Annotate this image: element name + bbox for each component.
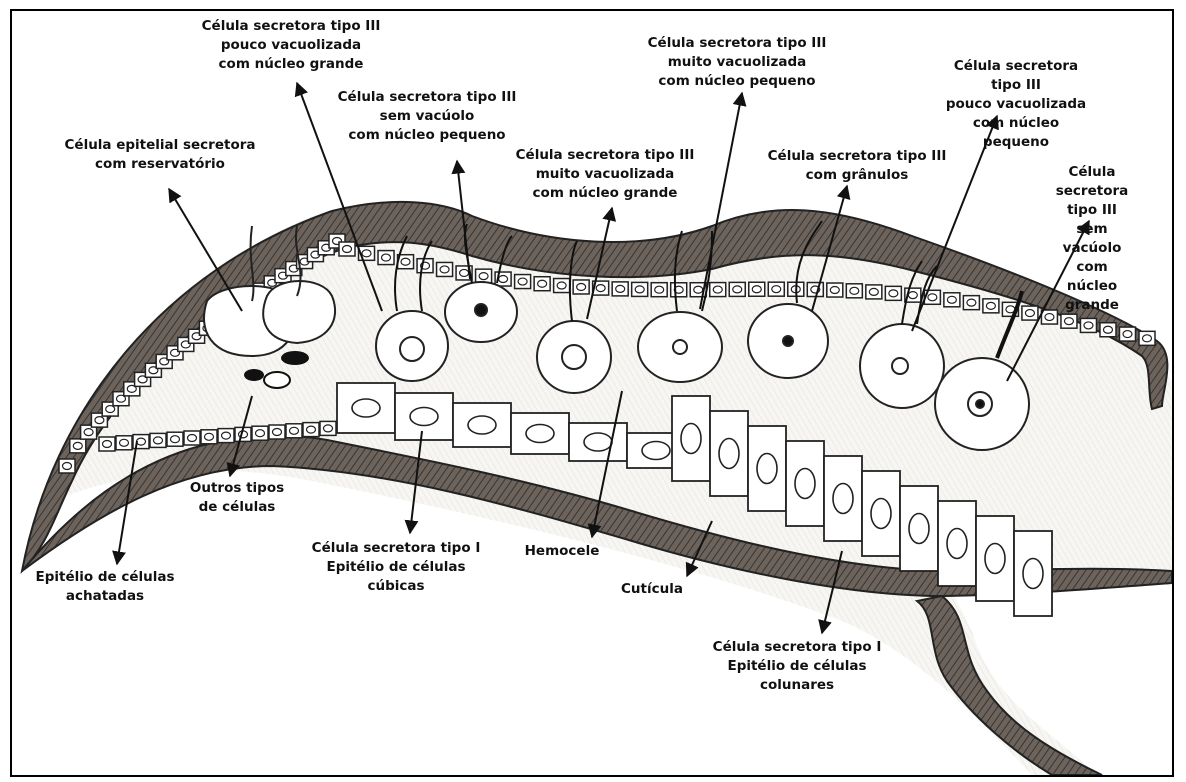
- flat-cell: [729, 282, 745, 296]
- columnar-cell: [938, 501, 976, 586]
- flat-cell: [286, 424, 302, 438]
- label-epitelio-achatadas: Epitélio de células achatadas: [35, 568, 174, 606]
- flat-cell: [339, 242, 355, 256]
- label-s3-pouco-vac-nucleo-pequeno: Célula secretora tipo III pouco vacuoliz…: [938, 57, 1094, 152]
- label-s3-sem-vac-nucleo-grande: Célula secretora tipo III sem vacúolo co…: [1052, 163, 1132, 315]
- flat-cell: [749, 282, 765, 296]
- columnar-cell: [1014, 531, 1052, 616]
- flat-cell: [768, 282, 784, 296]
- figure-frame: Célula epitelial secretora com reservató…: [10, 9, 1174, 777]
- flat-cell: [378, 251, 394, 265]
- flat-cell: [184, 431, 200, 445]
- label-outros-tipos: Outros tipos de células: [190, 479, 284, 517]
- label-epitelial-reservatorio: Célula epitelial secretora com reservató…: [65, 136, 256, 174]
- label-hemocele: Hemocele: [525, 542, 600, 561]
- label-s1-colunares: Célula secretora tipo I Epitélio de célu…: [713, 638, 882, 695]
- flat-cell: [846, 284, 862, 298]
- cubic-cell: [337, 383, 395, 433]
- flat-cell: [218, 429, 234, 443]
- flat-cell: [963, 296, 979, 310]
- columnar-cell: [748, 426, 786, 511]
- flat-cell: [303, 423, 319, 437]
- flat-cell: [167, 432, 183, 446]
- flat-cell: [1139, 331, 1155, 345]
- flat-cell: [983, 299, 999, 313]
- cubic-cell: [395, 393, 453, 440]
- flat-cell: [807, 283, 823, 297]
- flat-cell: [866, 285, 882, 299]
- flat-cell: [1100, 323, 1116, 337]
- label-s3-sem-vac-nucleo-pequeno: Célula secretora tipo III sem vacúolo co…: [338, 88, 517, 145]
- flat-cell: [885, 286, 901, 300]
- columnar-cell: [710, 411, 748, 496]
- label-s3-muito-vac-nucleo-grande: Célula secretora tipo III muito vacuoliz…: [516, 146, 695, 203]
- flat-cell: [252, 426, 268, 440]
- flat-cell: [59, 459, 75, 473]
- flat-cell: [269, 425, 285, 439]
- label-cuticula: Cutícula: [621, 580, 683, 599]
- flat-cell: [1080, 318, 1096, 332]
- flat-cell: [116, 436, 132, 450]
- flat-cell: [710, 283, 726, 297]
- columnar-cell: [786, 441, 824, 526]
- cubic-cell: [453, 403, 511, 447]
- cubic-cell: [569, 423, 627, 461]
- flat-cell: [70, 439, 86, 453]
- columnar-cell: [976, 516, 1014, 601]
- columnar-cell: [824, 456, 862, 541]
- flat-cell: [150, 433, 166, 447]
- flat-cell: [632, 282, 648, 296]
- columnar-cell: [900, 486, 938, 571]
- flat-cell: [1061, 314, 1077, 328]
- columnar-cell: [862, 471, 900, 556]
- flat-cell: [554, 279, 570, 293]
- label-s3-muito-vac-nucleo-pequeno: Célula secretora tipo III muito vacuoliz…: [648, 34, 827, 91]
- flat-cell: [671, 283, 687, 297]
- flat-cell: [201, 430, 217, 444]
- label-s3-pouco-vac-nucleo-grande: Célula secretora tipo III pouco vacuoliz…: [202, 17, 381, 74]
- columnar-cell: [672, 396, 710, 481]
- flat-cell: [437, 262, 453, 276]
- flat-cell: [573, 280, 589, 294]
- flat-cell: [944, 293, 960, 307]
- flat-cell: [827, 283, 843, 297]
- flat-cell: [99, 437, 115, 451]
- flat-cell: [515, 275, 531, 289]
- flat-cell: [534, 277, 550, 291]
- label-s1-cubicas: Célula secretora tipo I Epitélio de célu…: [312, 539, 481, 596]
- flat-cell: [320, 421, 336, 435]
- flat-cell: [612, 282, 628, 296]
- cubic-cell: [511, 413, 569, 454]
- flat-cell: [651, 283, 667, 297]
- label-s3-granulos: Célula secretora tipo III com grânulos: [768, 147, 947, 185]
- flat-cell: [476, 269, 492, 283]
- flat-cell: [1119, 327, 1135, 341]
- flat-cell: [1022, 306, 1038, 320]
- flat-cell: [417, 259, 433, 273]
